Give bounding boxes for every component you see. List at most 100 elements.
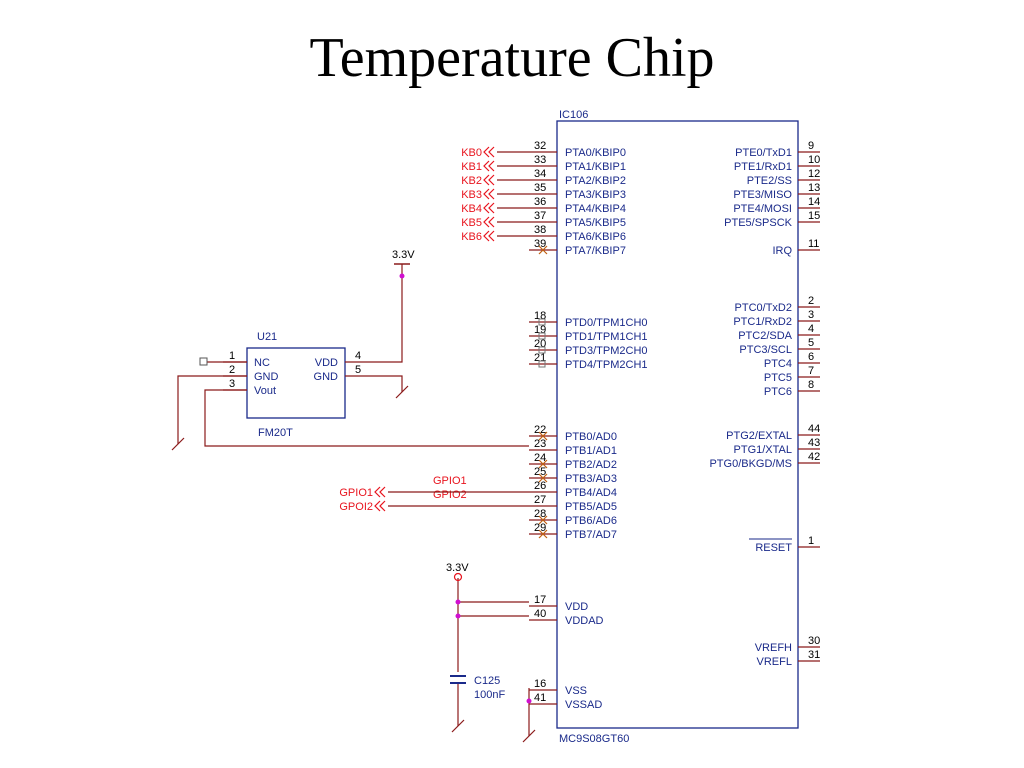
pin-number: 4 [355, 350, 361, 362]
pin-number: 5 [355, 364, 361, 376]
wire-u21-vdd [345, 264, 403, 363]
u21-ref: U21 [257, 331, 277, 343]
pin-name: PTD0/TPM1CH0 [565, 317, 648, 329]
pin-number: 9 [808, 140, 814, 152]
pin-number: 25 [534, 466, 546, 478]
pin-name: GND [314, 371, 339, 383]
net-flag-icon [483, 160, 495, 172]
pin-name: PTE4/MOSI [733, 203, 792, 215]
slide-title: Temperature Chip [309, 27, 715, 89]
pin-name: PTB2/AD2 [565, 459, 617, 471]
junction-dot [455, 613, 461, 619]
open-terminal-icon [538, 360, 546, 368]
pin-number: 4 [808, 323, 814, 335]
gpio2-wire-label: GPIO2 [433, 489, 467, 501]
pin-name: PTA1/KBIP1 [565, 161, 626, 173]
net-flag-label: GPIO1 [339, 487, 373, 499]
pin-number: 1 [808, 535, 814, 547]
wire-u21-gnd5 [345, 375, 403, 392]
capacitor-c125: C125 100nF [450, 675, 505, 701]
pin-name: VDDAD [565, 615, 604, 627]
pin-number: 17 [534, 594, 546, 606]
pin-name: PTE2/SS [747, 175, 792, 187]
ground-icon [395, 385, 409, 399]
pin-number: 11 [808, 238, 819, 250]
pin-name: PTB6/AD6 [565, 515, 617, 527]
c125-value: 100nF [474, 689, 505, 701]
net-flag-icon [374, 500, 386, 512]
pin-number: 35 [534, 182, 546, 194]
pin-name: PTD3/TPM2CH0 [565, 345, 648, 357]
pin-name: IRQ [772, 245, 792, 257]
pin-name: PTC5 [764, 372, 792, 384]
net-flag-label: KB3 [461, 189, 482, 201]
junctions [399, 273, 532, 704]
open-terminal-icon [538, 318, 546, 326]
pin-number: 3 [229, 378, 235, 390]
power-symbol-top: 3.3V [392, 249, 415, 265]
pin-number: 43 [808, 437, 820, 449]
pin-number: 22 [534, 424, 546, 436]
net-flag-icon [483, 230, 495, 242]
pin-name: PTB5/AD5 [565, 501, 617, 513]
pin-name: PTA5/KBIP5 [565, 217, 626, 229]
ic106-part: MC9S08GT60 [559, 733, 629, 745]
open-terminal-icon [538, 346, 546, 354]
wire-u21-gnd2 [177, 375, 247, 444]
pin-name: PTE1/RxD1 [734, 161, 792, 173]
no-connect-icon [538, 515, 548, 525]
pin-name: PTA0/KBIP0 [565, 147, 626, 159]
pin-number: 27 [534, 494, 546, 506]
power-label-bottom: 3.3V [446, 562, 469, 574]
no-connect-icon [538, 473, 548, 483]
no-connect-icon [538, 431, 548, 441]
pin-name: PTA3/KBIP3 [565, 189, 626, 201]
no-connect-icon [538, 245, 548, 255]
pin-number: 41 [534, 692, 546, 704]
pin-number: 24 [534, 452, 546, 464]
pin-name: PTE0/TxD1 [735, 147, 792, 159]
ic106-right-pins: 9PTE0/TxD110PTE1/RxD112PTE2/SS13PTE3/MIS… [709, 140, 820, 668]
pin-name: PTB3/AD3 [565, 473, 617, 485]
c125-ref: C125 [474, 675, 500, 687]
net-flag-icon [483, 188, 495, 200]
u21-body [246, 347, 346, 419]
pin-name: PTA6/KBIP6 [565, 231, 626, 243]
pin-number: 33 [534, 154, 546, 166]
pin-number: 13 [808, 182, 820, 194]
ic106-ref: IC106 [559, 109, 588, 121]
pin-number: 26 [534, 480, 546, 492]
pin-number: 30 [808, 635, 820, 647]
pin-number: 3 [808, 309, 814, 321]
net-flag-label: KB1 [461, 161, 482, 173]
net-flag-label: KB0 [461, 147, 482, 159]
pin-number: 6 [808, 351, 814, 363]
net-flag-label: KB6 [461, 231, 482, 243]
pin-number: 16 [534, 678, 546, 690]
wire-vout-ptb1 [204, 389, 529, 447]
wires [177, 264, 530, 736]
ground-icon [171, 437, 185, 451]
pin-number: 5 [808, 337, 814, 349]
net-flag-label: KB2 [461, 175, 482, 187]
nc-terminal-icon [199, 357, 208, 366]
net-flag-icon [374, 486, 386, 498]
pin-name: Vout [254, 385, 276, 397]
net-flag-icon [483, 216, 495, 228]
power-label-top: 3.3V [392, 249, 415, 261]
open-terminal-icon [538, 332, 546, 340]
pin-number: 29 [534, 522, 546, 534]
u21-part: FM20T [258, 427, 293, 439]
pin-name: RESET [755, 542, 792, 554]
pin-name: VSSAD [565, 699, 602, 711]
no-connect-icon [538, 529, 548, 539]
no-connect-icon [538, 459, 548, 469]
pin-number: 12 [808, 168, 820, 180]
pin-name: PTC1/RxD2 [733, 316, 792, 328]
pin-name: PTG0/BKGD/MS [709, 458, 792, 470]
power-symbol-bottom: 3.3V [446, 562, 469, 582]
net-flag-icon [483, 174, 495, 186]
ground-icon [451, 719, 465, 733]
pin-name: PTD1/TPM1CH1 [565, 331, 648, 343]
